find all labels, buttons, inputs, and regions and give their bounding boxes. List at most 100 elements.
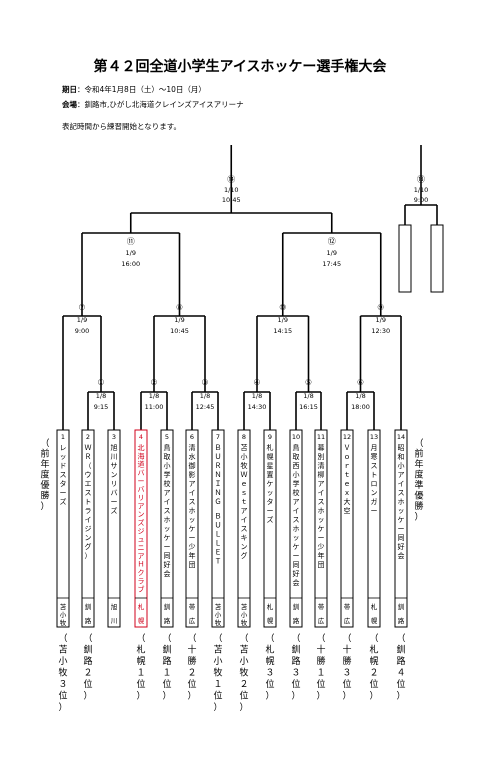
team-rank-char: 釧 (396, 644, 405, 656)
team-area-char: 路 (398, 616, 405, 625)
team-name-char: ジ (85, 525, 92, 533)
match-number: ⑨ (377, 303, 384, 312)
team-name-char: ス (241, 525, 248, 533)
team-number: 7 (216, 433, 220, 441)
team-area-char: 札 (371, 602, 378, 611)
team-rank-char: （ (316, 633, 325, 644)
team-area-char: 小 (215, 610, 222, 619)
team-name-char: ッ (60, 453, 67, 461)
team-name-char: イ (85, 516, 92, 524)
match-date: 1/9 (278, 316, 288, 324)
team-rank-char: （ (213, 633, 222, 644)
team-name-char: ケ (293, 543, 300, 551)
team-rank-char: 位 (136, 678, 145, 690)
team-name-char: Ｇ (215, 498, 222, 506)
team-rank-char: 位 (369, 678, 378, 690)
team-rank-char: 苫 (58, 644, 67, 656)
team-name-char: 取 (293, 453, 300, 461)
match-date: 1/8 (149, 392, 159, 400)
team-number: 14 (397, 433, 405, 441)
team-rank-char: （ (83, 633, 92, 644)
team-name-char: Ｌ (215, 539, 222, 547)
team-rank-char: ） (213, 702, 222, 713)
team-rank-char: ３ (291, 669, 300, 679)
team-name-char: ズ (138, 518, 145, 527)
team-name-char: （ (85, 462, 92, 470)
team-area-char: 帯 (318, 602, 325, 611)
team-name-char: Ｖ (344, 444, 351, 452)
team-name-char: ク (138, 569, 145, 577)
team-name-char: ｔ (344, 471, 351, 479)
team-area-char: 路 (164, 616, 171, 625)
team-name-char: エ (85, 480, 92, 488)
match-time: 16:15 (299, 403, 318, 411)
team-area-char: 釧 (293, 602, 300, 611)
match-number: ⑦ (78, 303, 85, 312)
team-name-char: 校 (293, 488, 300, 497)
team-area: 釧路 (164, 602, 171, 625)
team-name-char: ス (60, 471, 67, 479)
team-name-char: ス (371, 462, 378, 470)
team-box (289, 429, 303, 628)
team-name-char: イ (189, 489, 196, 497)
match-date: 1/8 (303, 392, 313, 400)
team-rank-char: 十 (316, 644, 325, 656)
team-rank-char: （ (58, 633, 67, 644)
team-name-char: ラ (85, 507, 92, 515)
team-rank-char: 位 (187, 678, 196, 690)
match-time: 10:45 (222, 196, 241, 204)
team-number: 6 (190, 433, 194, 441)
team-name-char: ｅ (241, 480, 248, 488)
match-time: 10:45 (170, 327, 189, 335)
team-number: 11 (317, 433, 325, 441)
team-name-char: ケ (318, 525, 325, 533)
team-name-char: ア (241, 507, 248, 515)
team-name-char: 小 (241, 452, 248, 461)
team-rank-char: ） (342, 691, 351, 702)
team-area-char: 広 (189, 616, 196, 625)
team-name-char: イ (293, 507, 300, 515)
seed-label-right-char: 度 (414, 469, 423, 481)
team-area-char: 幌 (267, 616, 274, 625)
match-number: ⑩ (279, 303, 286, 312)
team-area-char: 旭 (111, 602, 118, 611)
team-name-char: Ｗ (241, 471, 248, 479)
team-name-char: Ｔ (215, 557, 222, 565)
team-name-char: ー (138, 477, 145, 485)
match-number: ② (150, 378, 157, 387)
team-box (340, 429, 354, 628)
team-name-char: 寒 (371, 452, 378, 461)
match-number: ① (97, 378, 104, 387)
team-number: 8 (242, 433, 246, 441)
team-rank-char: 位 (316, 678, 325, 690)
team-name-char: ー (318, 534, 325, 542)
team-rank-char: ） (136, 691, 145, 702)
team-rank-char: （ (187, 633, 196, 644)
team-number: 10 (292, 433, 300, 441)
team-area: 帯広 (189, 602, 196, 625)
team-name-char: ブ (138, 585, 145, 594)
seed-label-left-char: 勝 (40, 490, 49, 502)
team-rank-char: 幌 (136, 655, 145, 667)
team-rank-char: 札 (265, 644, 274, 656)
team-area-char: 路 (293, 616, 300, 625)
team-number: 2 (86, 433, 90, 441)
match-number: ⑭ (227, 175, 235, 184)
match-date: 1/10 (224, 186, 239, 194)
team-rank-char: 幌 (265, 655, 274, 667)
seed-label-left-char: ） (40, 501, 49, 512)
team-rank-char: 路 (83, 655, 92, 667)
team-area: 釧路 (85, 602, 92, 625)
team-rank-char: 釧 (162, 644, 171, 656)
team-name-char: ケ (164, 534, 171, 542)
team-name-char: キ (241, 534, 248, 542)
match-number: ⑫ (328, 237, 336, 246)
team-area-char: 帯 (189, 602, 196, 611)
team-name-char: 大 (344, 497, 351, 506)
team-box (237, 429, 251, 628)
team-name-char: レ (60, 444, 67, 452)
team-name-char: 学 (164, 470, 171, 479)
team-name-char: 会 (293, 578, 300, 587)
